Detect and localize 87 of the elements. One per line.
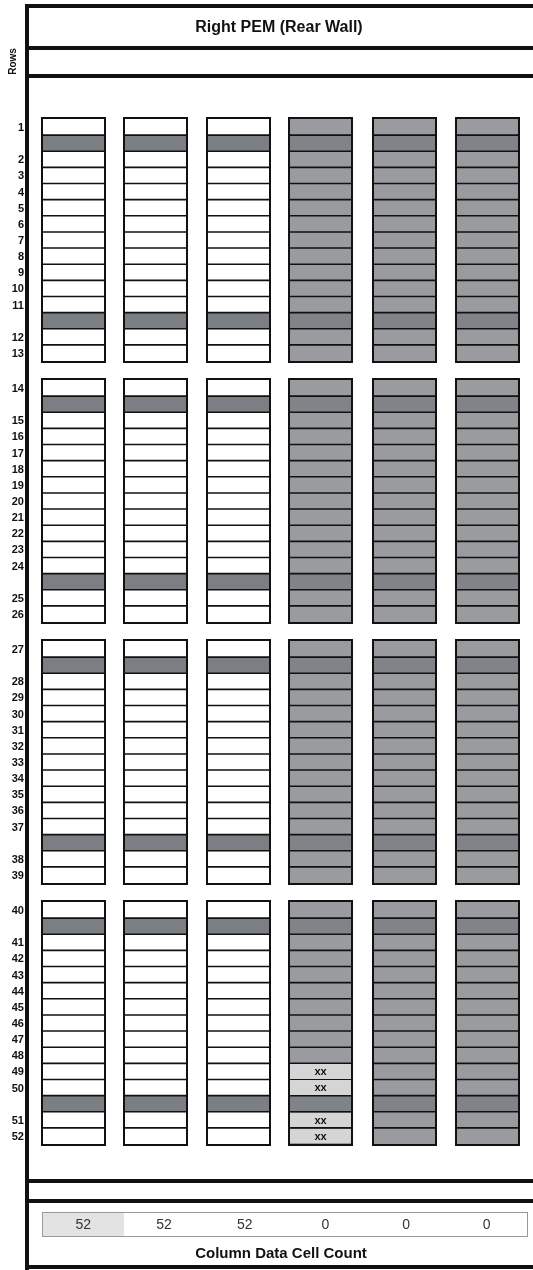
row-number: 12 [11, 329, 24, 344]
row-number: 52 [11, 1128, 24, 1143]
row-number: 28 [11, 674, 24, 689]
row-number: 13 [11, 345, 24, 360]
row-number: 6 [17, 216, 24, 231]
cell-column [372, 378, 437, 624]
row-number: 19 [11, 477, 24, 492]
cell-column [455, 900, 520, 1146]
row-number: 1 [17, 120, 24, 135]
cell-column [41, 117, 106, 363]
cell-column [41, 639, 106, 885]
row-number: 50 [11, 1080, 24, 1095]
row-number: 51 [11, 1112, 24, 1127]
row-number: 31 [11, 722, 24, 737]
row-number: 48 [11, 1048, 24, 1063]
row-number: 33 [11, 755, 24, 769]
cell-column [372, 900, 437, 1146]
row-number: 47 [11, 1032, 24, 1047]
row-number: 40 [11, 903, 24, 918]
cell-column [288, 639, 353, 885]
row-number: 11 [12, 297, 24, 312]
row-number: 9 [17, 265, 24, 280]
cell-column [288, 900, 353, 1146]
count-cell: 52 [43, 1213, 124, 1236]
row-number: 14 [11, 381, 24, 396]
row-number: 25 [11, 590, 24, 605]
cell-column [123, 900, 188, 1146]
cell-column [455, 378, 520, 624]
count-cell-text: 0 [401, 1215, 411, 1234]
row-number: 17 [11, 445, 24, 460]
row-number: 46 [11, 1016, 24, 1030]
row-number: 36 [11, 803, 24, 818]
row-number: 44 [11, 983, 24, 998]
cell-column [206, 117, 271, 363]
count-cell-text: 0 [320, 1215, 331, 1234]
row-number: 3 [17, 168, 24, 183]
cell-column [288, 117, 353, 363]
cell-column [206, 900, 271, 1146]
cell-column [41, 378, 106, 624]
cell-column [206, 639, 271, 885]
cell-column [123, 378, 188, 624]
row-number: 24 [11, 558, 24, 573]
row-number: 39 [11, 867, 24, 882]
row-number: 34 [11, 771, 24, 786]
row-number: 27 [11, 642, 24, 657]
row-number: 4 [17, 184, 24, 199]
cell-column [123, 639, 188, 885]
row-number: 5 [17, 200, 24, 215]
count-cell-text: 52 [235, 1215, 254, 1234]
row-number: 21 [11, 510, 24, 525]
row-number: 26 [11, 606, 24, 621]
row-number: 16 [11, 429, 24, 444]
cell-column [41, 900, 106, 1146]
row-number: 7 [17, 233, 24, 247]
row-number: 42 [11, 951, 24, 966]
cell-column [372, 639, 437, 885]
cell-column [455, 639, 520, 885]
row-number: 22 [11, 526, 24, 541]
row-number: 10 [11, 281, 24, 296]
row-number: 8 [17, 249, 24, 264]
row-number: 29 [11, 690, 24, 705]
title-text: Right PEM (Rear Wall) [195, 18, 363, 36]
row-number: 18 [11, 461, 24, 476]
row-number: 30 [11, 706, 24, 721]
row-number: 15 [11, 413, 24, 428]
row-number: 23 [11, 542, 24, 557]
row-number: 45 [11, 999, 24, 1014]
cell-column [455, 117, 520, 363]
row-number: 38 [11, 851, 24, 866]
row-number: 20 [11, 494, 24, 508]
cell-column [372, 117, 437, 363]
row-number: 37 [11, 819, 24, 834]
cell-column [123, 117, 188, 363]
row-number: 41 [11, 935, 24, 950]
cell-column [206, 378, 271, 624]
row-number: 35 [11, 787, 24, 802]
cell-column [288, 378, 353, 624]
row-number: 32 [11, 738, 24, 753]
count-cell-text: 52 [155, 1215, 173, 1234]
footer-caption: Column Data Cell Count [194, 1244, 368, 1261]
data-cell: xx [290, 1064, 351, 1079]
count-cell-text: 0 [481, 1215, 492, 1234]
data-cell: xx [290, 1080, 351, 1096]
axis-label: Rows [6, 48, 18, 75]
row-number: 2 [17, 152, 24, 167]
row-number: 49 [11, 1064, 24, 1079]
row-number: 43 [11, 967, 24, 982]
